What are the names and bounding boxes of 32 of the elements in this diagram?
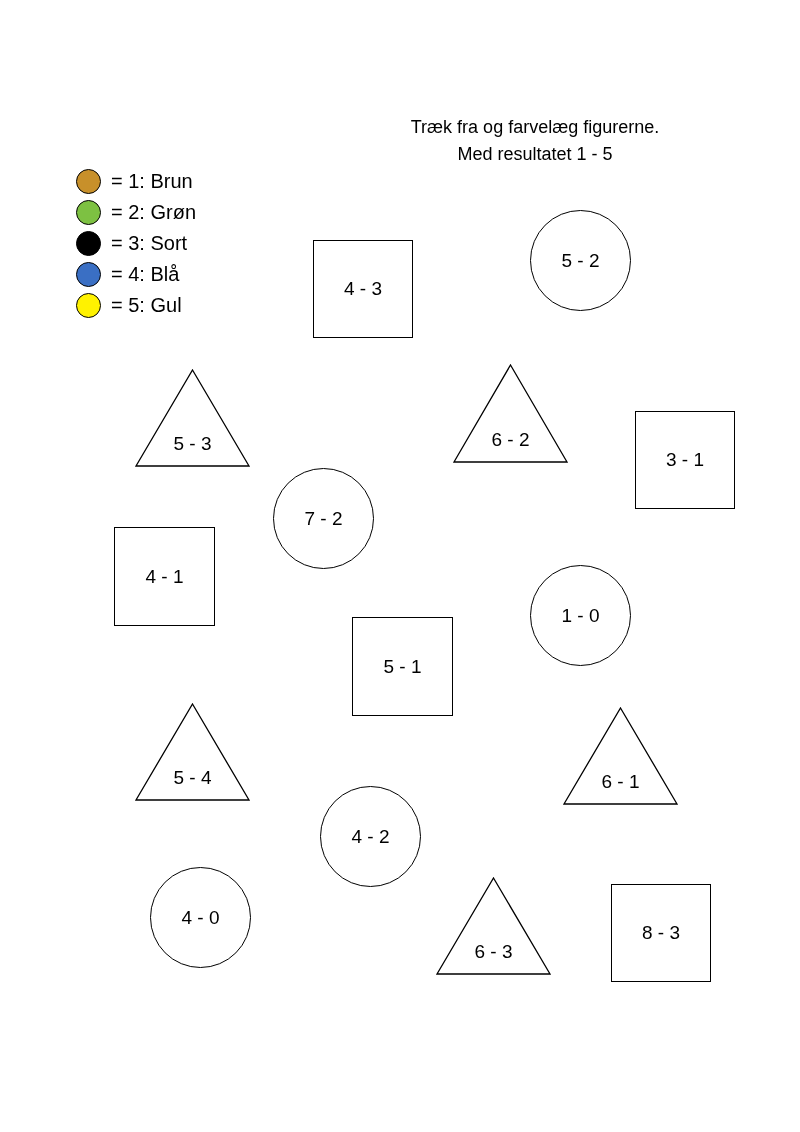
subtraction-problem: 6 - 2 (491, 429, 530, 451)
square-shape (635, 411, 735, 509)
subtraction-problem: 5 - 1 (383, 655, 422, 678)
subtraction-problem: 7 - 2 (304, 507, 343, 530)
subtraction-problem: 5 - 2 (561, 249, 600, 272)
legend-text: = 2: Grøn (111, 200, 197, 225)
subtraction-problem: 5 - 3 (173, 433, 212, 455)
triangle-shape (436, 877, 551, 975)
triangle-shape (563, 707, 678, 805)
subtraction-problem: 6 - 3 (474, 941, 513, 963)
subtraction-problem: 8 - 3 (642, 922, 680, 944)
legend-text: = 3: Sort (111, 231, 188, 256)
subtraction-problem: 4 - 1 (145, 565, 184, 588)
subtraction-problem: 6 - 1 (601, 771, 640, 793)
legend-text: = 1: Brun (111, 169, 193, 194)
square-shape (352, 617, 453, 716)
triangle-shape (453, 364, 568, 463)
triangle-shape (135, 369, 250, 467)
square-shape (114, 527, 215, 626)
subtitle: Med resultatet 1 - 5 (456, 143, 614, 166)
subtraction-problem: 1 - 0 (561, 604, 600, 627)
triangle-shape (135, 703, 250, 801)
subtraction-problem: 4 - 0 (181, 906, 220, 929)
subtraction-problem: 3 - 1 (666, 449, 704, 471)
legend-text: = 4: Blå (111, 262, 180, 287)
subtraction-problem: 4 - 2 (351, 825, 390, 848)
subtraction-problem: 5 - 4 (173, 767, 212, 789)
title: Træk fra og farvelæg figurerne. (409, 116, 661, 139)
square-shape (611, 884, 711, 982)
legend-text: = 5: Gul (111, 293, 182, 318)
square-shape (313, 240, 413, 338)
subtraction-problem: 4 - 3 (344, 278, 382, 300)
